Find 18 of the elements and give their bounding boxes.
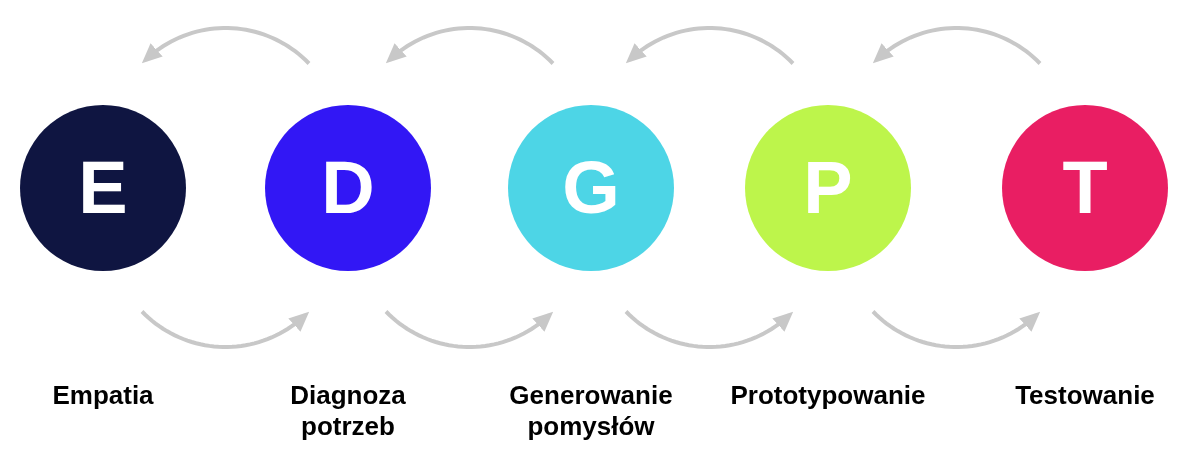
step-label: Empatia: [51, 380, 155, 411]
curved-arrow: [872, 26, 1042, 65]
step-label: Testowanie: [1014, 380, 1156, 411]
step-label: Generowanie pomysłów: [508, 380, 674, 442]
step-letter: D: [321, 151, 375, 225]
curved-arrow: [384, 310, 554, 349]
curved-arrow: [871, 310, 1041, 349]
step-letter: P: [803, 151, 853, 225]
curved-arrow: [624, 310, 794, 349]
curved-arrow: [141, 26, 311, 65]
step-label: Diagnoza potrzeb: [289, 380, 407, 442]
step-letter: E: [78, 151, 128, 225]
step-label: Prototypowanie: [729, 380, 927, 411]
curved-arrow: [140, 310, 310, 349]
curved-arrow: [625, 26, 795, 65]
step-letter: T: [1062, 151, 1108, 225]
curved-arrow: [385, 26, 555, 65]
step-letter: G: [562, 151, 620, 225]
